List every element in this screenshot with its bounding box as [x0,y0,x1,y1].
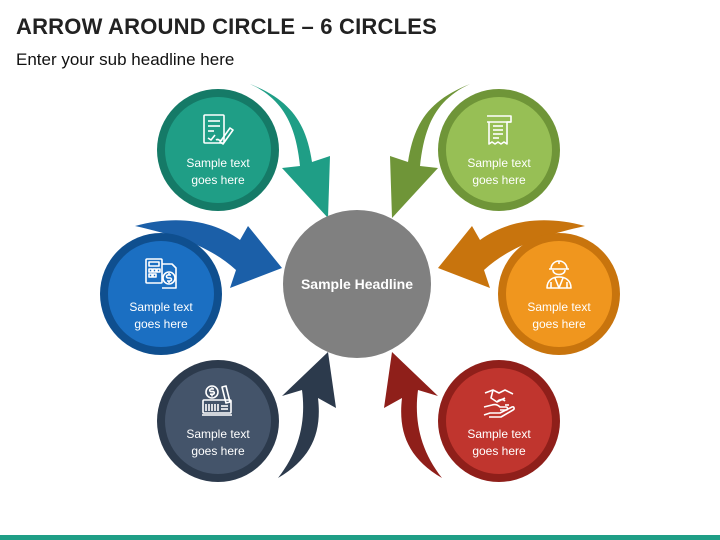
checkbook-payment-icon [202,385,232,416]
node-orange: Sample text goes here [498,233,620,355]
accent-bar [0,535,720,540]
node-label-line2: goes here [472,444,526,458]
node-circle [506,241,612,347]
node-label-line1: Sample text [186,156,250,170]
handshake-icon [483,389,515,418]
arrow-red [384,352,442,478]
construction-worker-icon [546,260,572,289]
node-circle [165,368,271,474]
arrow-teal [250,84,330,218]
arrow-orange [438,220,585,288]
page-title: ARROW AROUND CIRCLE – 6 CIRCLES [16,14,437,39]
node-red: Sample text goes here [438,360,560,482]
document-signature-icon [203,114,234,145]
node-label-line1: Sample text [527,300,591,314]
node-circle [165,97,271,203]
arrow-green [390,84,470,218]
node-label-line2: goes here [532,317,586,331]
node-label-line1: Sample text [467,427,531,441]
node-green: Sample text goes here [438,89,560,211]
center-node: Sample Headline [283,210,431,358]
page-subtitle: Enter your sub headline here [16,50,235,69]
receipt-icon [487,115,512,145]
calculator-invoice-icon [145,258,177,289]
node-blue: Sample text goes here [100,233,222,355]
node-teal: Sample text goes here [157,89,279,211]
node-label-line1: Sample text [467,156,531,170]
node-label-line1: Sample text [186,427,250,441]
node-circle [446,368,552,474]
node-label-line2: goes here [191,173,245,187]
arrow-navy [278,352,336,478]
node-label-line2: goes here [134,317,188,331]
node-circle [446,97,552,203]
node-navy: Sample text goes here [157,360,279,482]
node-label-line2: goes here [191,444,245,458]
node-label-line1: Sample text [129,300,193,314]
node-circle [108,241,214,347]
center-label: Sample Headline [301,276,413,292]
arrow-blue [135,220,282,288]
node-label-line2: goes here [472,173,526,187]
